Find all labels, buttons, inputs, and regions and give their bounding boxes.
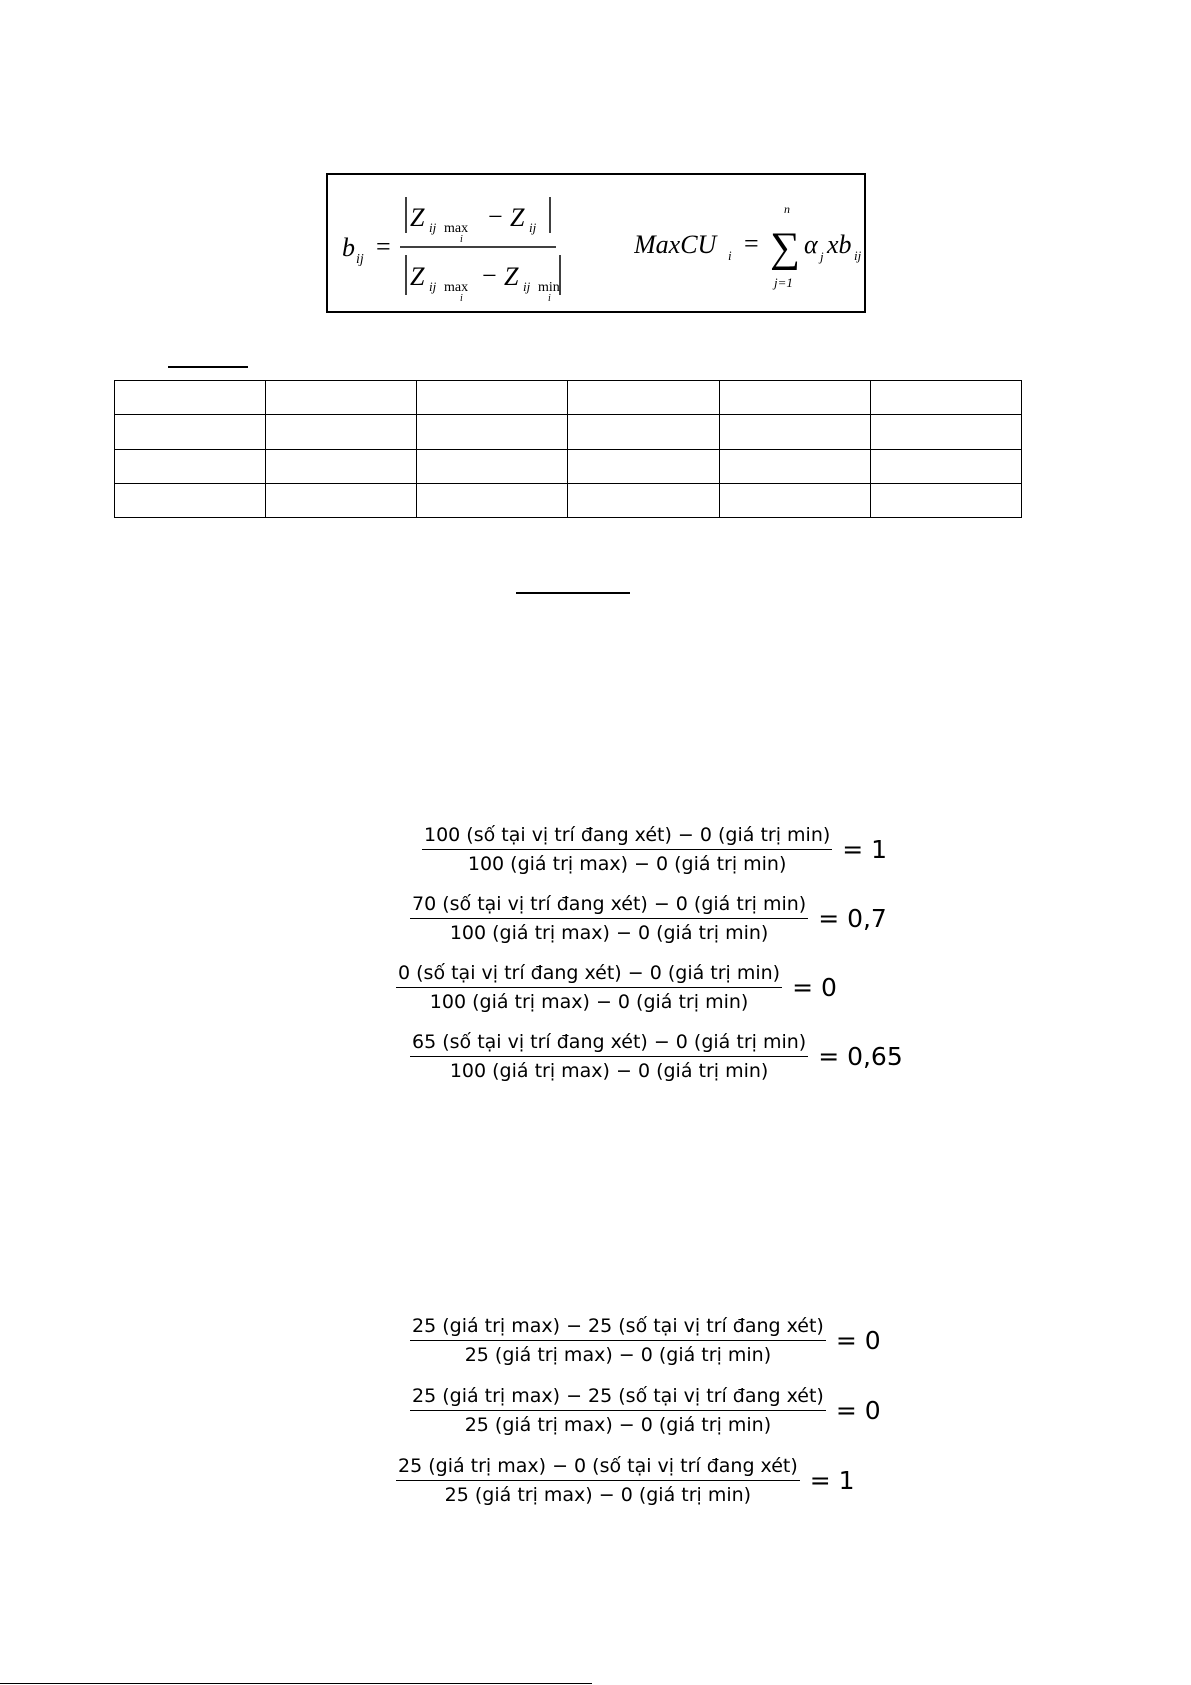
table-cell (718, 482, 871, 519)
fraction-numerator: 70 (số tại vị trí đang xét) − 0 (giá trị… (410, 893, 809, 919)
fraction-denominator: 25 (giá trị max) − 0 (giá trị min) (464, 1344, 772, 1366)
alpha-subscript: j (818, 249, 824, 264)
section-underline (516, 592, 630, 594)
z-max-num: Z (410, 203, 425, 232)
fraction-result: = 0 (835, 1396, 881, 1425)
equation-row: 25 (giá trị max) − 25 (số tại vị trí đan… (410, 1385, 881, 1436)
table-cell (416, 414, 569, 450)
fraction: 25 (giá trị max) − 25 (số tại vị trí đan… (410, 1385, 826, 1436)
b-symbol: b (342, 233, 355, 262)
equals-sign-2: = (744, 229, 759, 258)
fraction-result: = 0,7 (818, 904, 887, 933)
table-cell (113, 448, 267, 484)
z-max-den: Z (410, 262, 425, 291)
max-cu-label: MaxCU (634, 230, 719, 259)
sum-upper-limit: n (784, 203, 790, 216)
fraction-result: = 1 (842, 835, 888, 864)
fraction-numerator: 25 (giá trị max) − 0 (số tại vị trí đang… (396, 1455, 800, 1481)
fraction-numerator: 25 (giá trị max) − 25 (số tại vị trí đan… (410, 1385, 826, 1411)
heading-underline (168, 366, 248, 368)
table-cell (265, 414, 418, 450)
equation-row: 25 (giá trị max) − 0 (số tại vị trí đang… (396, 1455, 855, 1506)
table-cell (416, 482, 569, 519)
table-cell (869, 379, 1023, 416)
table-cell (567, 379, 720, 416)
z-min-den: Z (504, 262, 519, 291)
table-cell (869, 414, 1023, 450)
equation-row: 100 (số tại vị trí đang xét) − 0 (giá tr… (422, 824, 887, 875)
table-cell (113, 379, 267, 416)
table-row (113, 448, 1023, 484)
fraction-result: = 1 (809, 1466, 855, 1495)
sub-ij-den: ij (429, 279, 437, 294)
max-cu-formula: MaxCU i = n ∑ j=1 α j xb ij (634, 203, 862, 290)
fraction: 65 (số tại vị trí đang xét) − 0 (giá trị… (410, 1031, 809, 1082)
table-cell (869, 448, 1023, 484)
minus-den: − (482, 261, 497, 290)
fraction-numerator: 25 (giá trị max) − 25 (số tại vị trí đan… (410, 1315, 826, 1341)
table-cell (113, 482, 267, 519)
table-cell (718, 414, 871, 450)
fraction: 70 (số tại vị trí đang xét) − 0 (giá trị… (410, 893, 809, 944)
equals-sign: = (376, 232, 391, 261)
sub-ij-num-2: ij (529, 220, 537, 235)
table-cell (416, 379, 569, 416)
table-cell (265, 482, 418, 519)
table-cell (718, 379, 871, 416)
sub-i-den: i (460, 293, 463, 301)
fraction-denominator: 25 (giá trị max) − 0 (giá trị min) (444, 1484, 752, 1506)
fraction-numerator: 0 (số tại vị trí đang xét) − 0 (giá trị … (396, 962, 783, 988)
fraction-result: = 0 (792, 973, 837, 1002)
table-cell (113, 414, 267, 450)
sub-ij-den-2: ij (523, 279, 531, 294)
z-num: Z (510, 203, 525, 232)
fraction-denominator: 100 (giá trị max) − 0 (giá trị min) (467, 853, 787, 875)
equation-row: 70 (số tại vị trí đang xét) − 0 (giá trị… (410, 893, 887, 944)
table-row (113, 482, 1023, 519)
table-row (113, 414, 1023, 450)
formula-box: b ij = Z ij max i − Z ij Z ij max i − Z … (326, 173, 866, 313)
fraction-denominator: 100 (giá trị max) − 0 (giá trị min) (449, 1060, 769, 1082)
max-cu-subscript: i (728, 248, 732, 263)
fraction-numerator: 100 (số tại vị trí đang xét) − 0 (giá tr… (422, 824, 833, 850)
table-cell (567, 414, 720, 450)
fraction: 0 (số tại vị trí đang xét) − 0 (giá trị … (396, 962, 783, 1013)
b-subscript: ij (356, 252, 364, 267)
table-cell (718, 448, 871, 484)
fraction-denominator: 25 (giá trị max) − 0 (giá trị min) (464, 1414, 772, 1436)
table-cell (265, 379, 418, 416)
b-ij-formula: b ij = Z ij max i − Z ij Z ij max i − Z … (342, 197, 561, 301)
fraction-denominator: 100 (giá trị max) − 0 (giá trị min) (429, 991, 749, 1013)
sigma-icon: ∑ (770, 225, 800, 271)
equation-row: 65 (số tại vị trí đang xét) − 0 (giá trị… (410, 1031, 903, 1082)
fraction-numerator: 65 (số tại vị trí đang xét) − 0 (giá trị… (410, 1031, 809, 1057)
equation-row: 0 (số tại vị trí đang xét) − 0 (giá trị … (396, 962, 837, 1013)
table-cell (416, 448, 569, 484)
xb-subscript: ij (854, 248, 862, 263)
fraction-result: = 0 (835, 1326, 881, 1355)
fraction-denominator: 100 (giá trị max) − 0 (giá trị min) (449, 922, 769, 944)
table-cell (567, 482, 720, 519)
table-cell (567, 448, 720, 484)
sub-i-num: i (460, 234, 463, 245)
alpha-symbol: α (804, 230, 819, 259)
min-label-den: min (538, 280, 560, 295)
fraction: 25 (giá trị max) − 25 (số tại vị trí đan… (410, 1315, 826, 1366)
xb-symbol: xb (826, 230, 852, 259)
sub-i-den-2: i (548, 293, 551, 301)
fraction: 25 (giá trị max) − 0 (số tại vị trí đang… (396, 1455, 800, 1506)
sum-lower-limit: j=1 (772, 275, 793, 290)
fraction: 100 (số tại vị trí đang xét) − 0 (giá tr… (422, 824, 833, 875)
max-label-num: max (444, 221, 468, 236)
max-label-den: max (444, 280, 468, 295)
table-cell (265, 448, 418, 484)
table-row (113, 379, 1023, 416)
empty-table (113, 379, 1023, 519)
sub-ij-num: ij (429, 220, 437, 235)
equation-row: 25 (giá trị max) − 25 (số tại vị trí đan… (410, 1315, 881, 1366)
fraction-result: = 0,65 (818, 1042, 903, 1071)
minus-num: − (488, 202, 503, 231)
table-cell (869, 482, 1023, 519)
footnote-separator (0, 1683, 592, 1684)
